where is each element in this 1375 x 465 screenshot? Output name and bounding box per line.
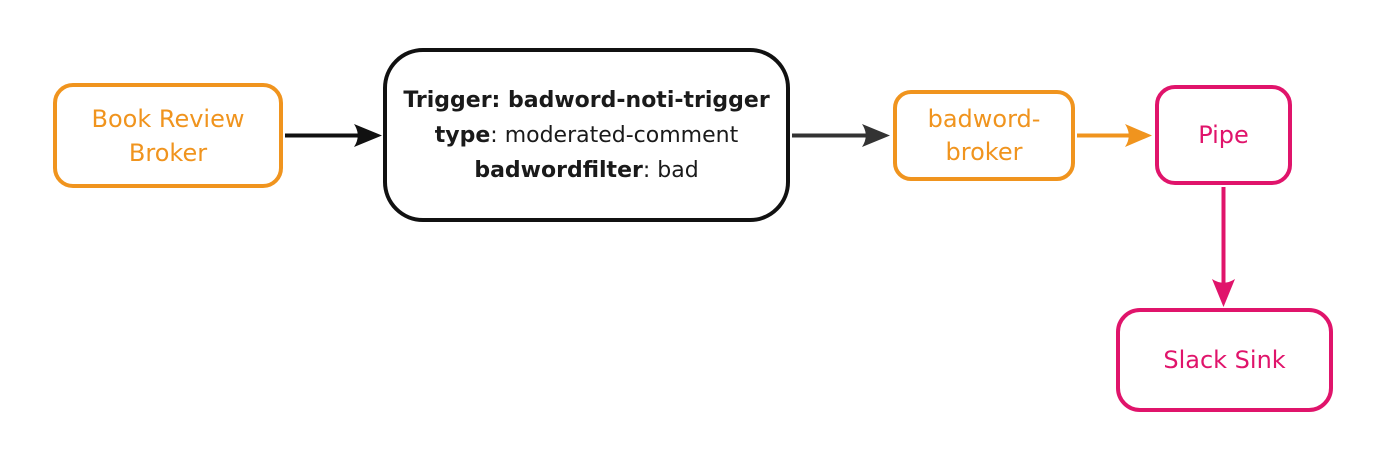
- edge-badword-broker-to-pipe: [1077, 124, 1152, 147]
- node-book-review-broker: Book Review Broker: [53, 83, 283, 188]
- edge-book-review-broker-to-trigger: [285, 124, 382, 147]
- trigger-line-2-bold: type: [434, 122, 491, 148]
- arrowhead-icon: [862, 124, 890, 147]
- node-label: Slack Sink: [1163, 346, 1286, 374]
- node-label-line2: broker: [945, 137, 1023, 166]
- node-label: Pipe: [1198, 121, 1249, 149]
- node-label-line1: badword-: [927, 104, 1041, 133]
- node-slack-sink: Slack Sink: [1116, 308, 1333, 412]
- node-trigger: Trigger: badword-noti-trigger type: mode…: [383, 48, 790, 222]
- edge-pipe-to-slack-sink: [1212, 187, 1235, 307]
- node-pipe: Pipe: [1155, 85, 1292, 185]
- trigger-line-2: type: moderated-comment: [435, 118, 738, 153]
- trigger-line-2-normal: : moderated-comment: [490, 122, 739, 148]
- node-badword-broker: badword- broker: [893, 90, 1075, 181]
- trigger-line-3: badwordfilter: bad: [474, 153, 698, 188]
- node-label-line2: Broker: [128, 138, 208, 167]
- edge-trigger-to-badword-broker: [792, 124, 890, 147]
- trigger-line-3-normal: : bad: [642, 157, 699, 183]
- arrowhead-icon: [1125, 124, 1152, 147]
- arrowhead-icon: [354, 124, 382, 147]
- node-label-line1: Book Review: [91, 104, 245, 133]
- trigger-line-3-bold: badwordfilter: [474, 157, 643, 183]
- trigger-line-1: Trigger: badword-noti-trigger: [403, 83, 769, 118]
- trigger-line-1-bold: Trigger: badword-noti-trigger: [403, 87, 770, 113]
- arrowhead-icon: [1212, 279, 1235, 307]
